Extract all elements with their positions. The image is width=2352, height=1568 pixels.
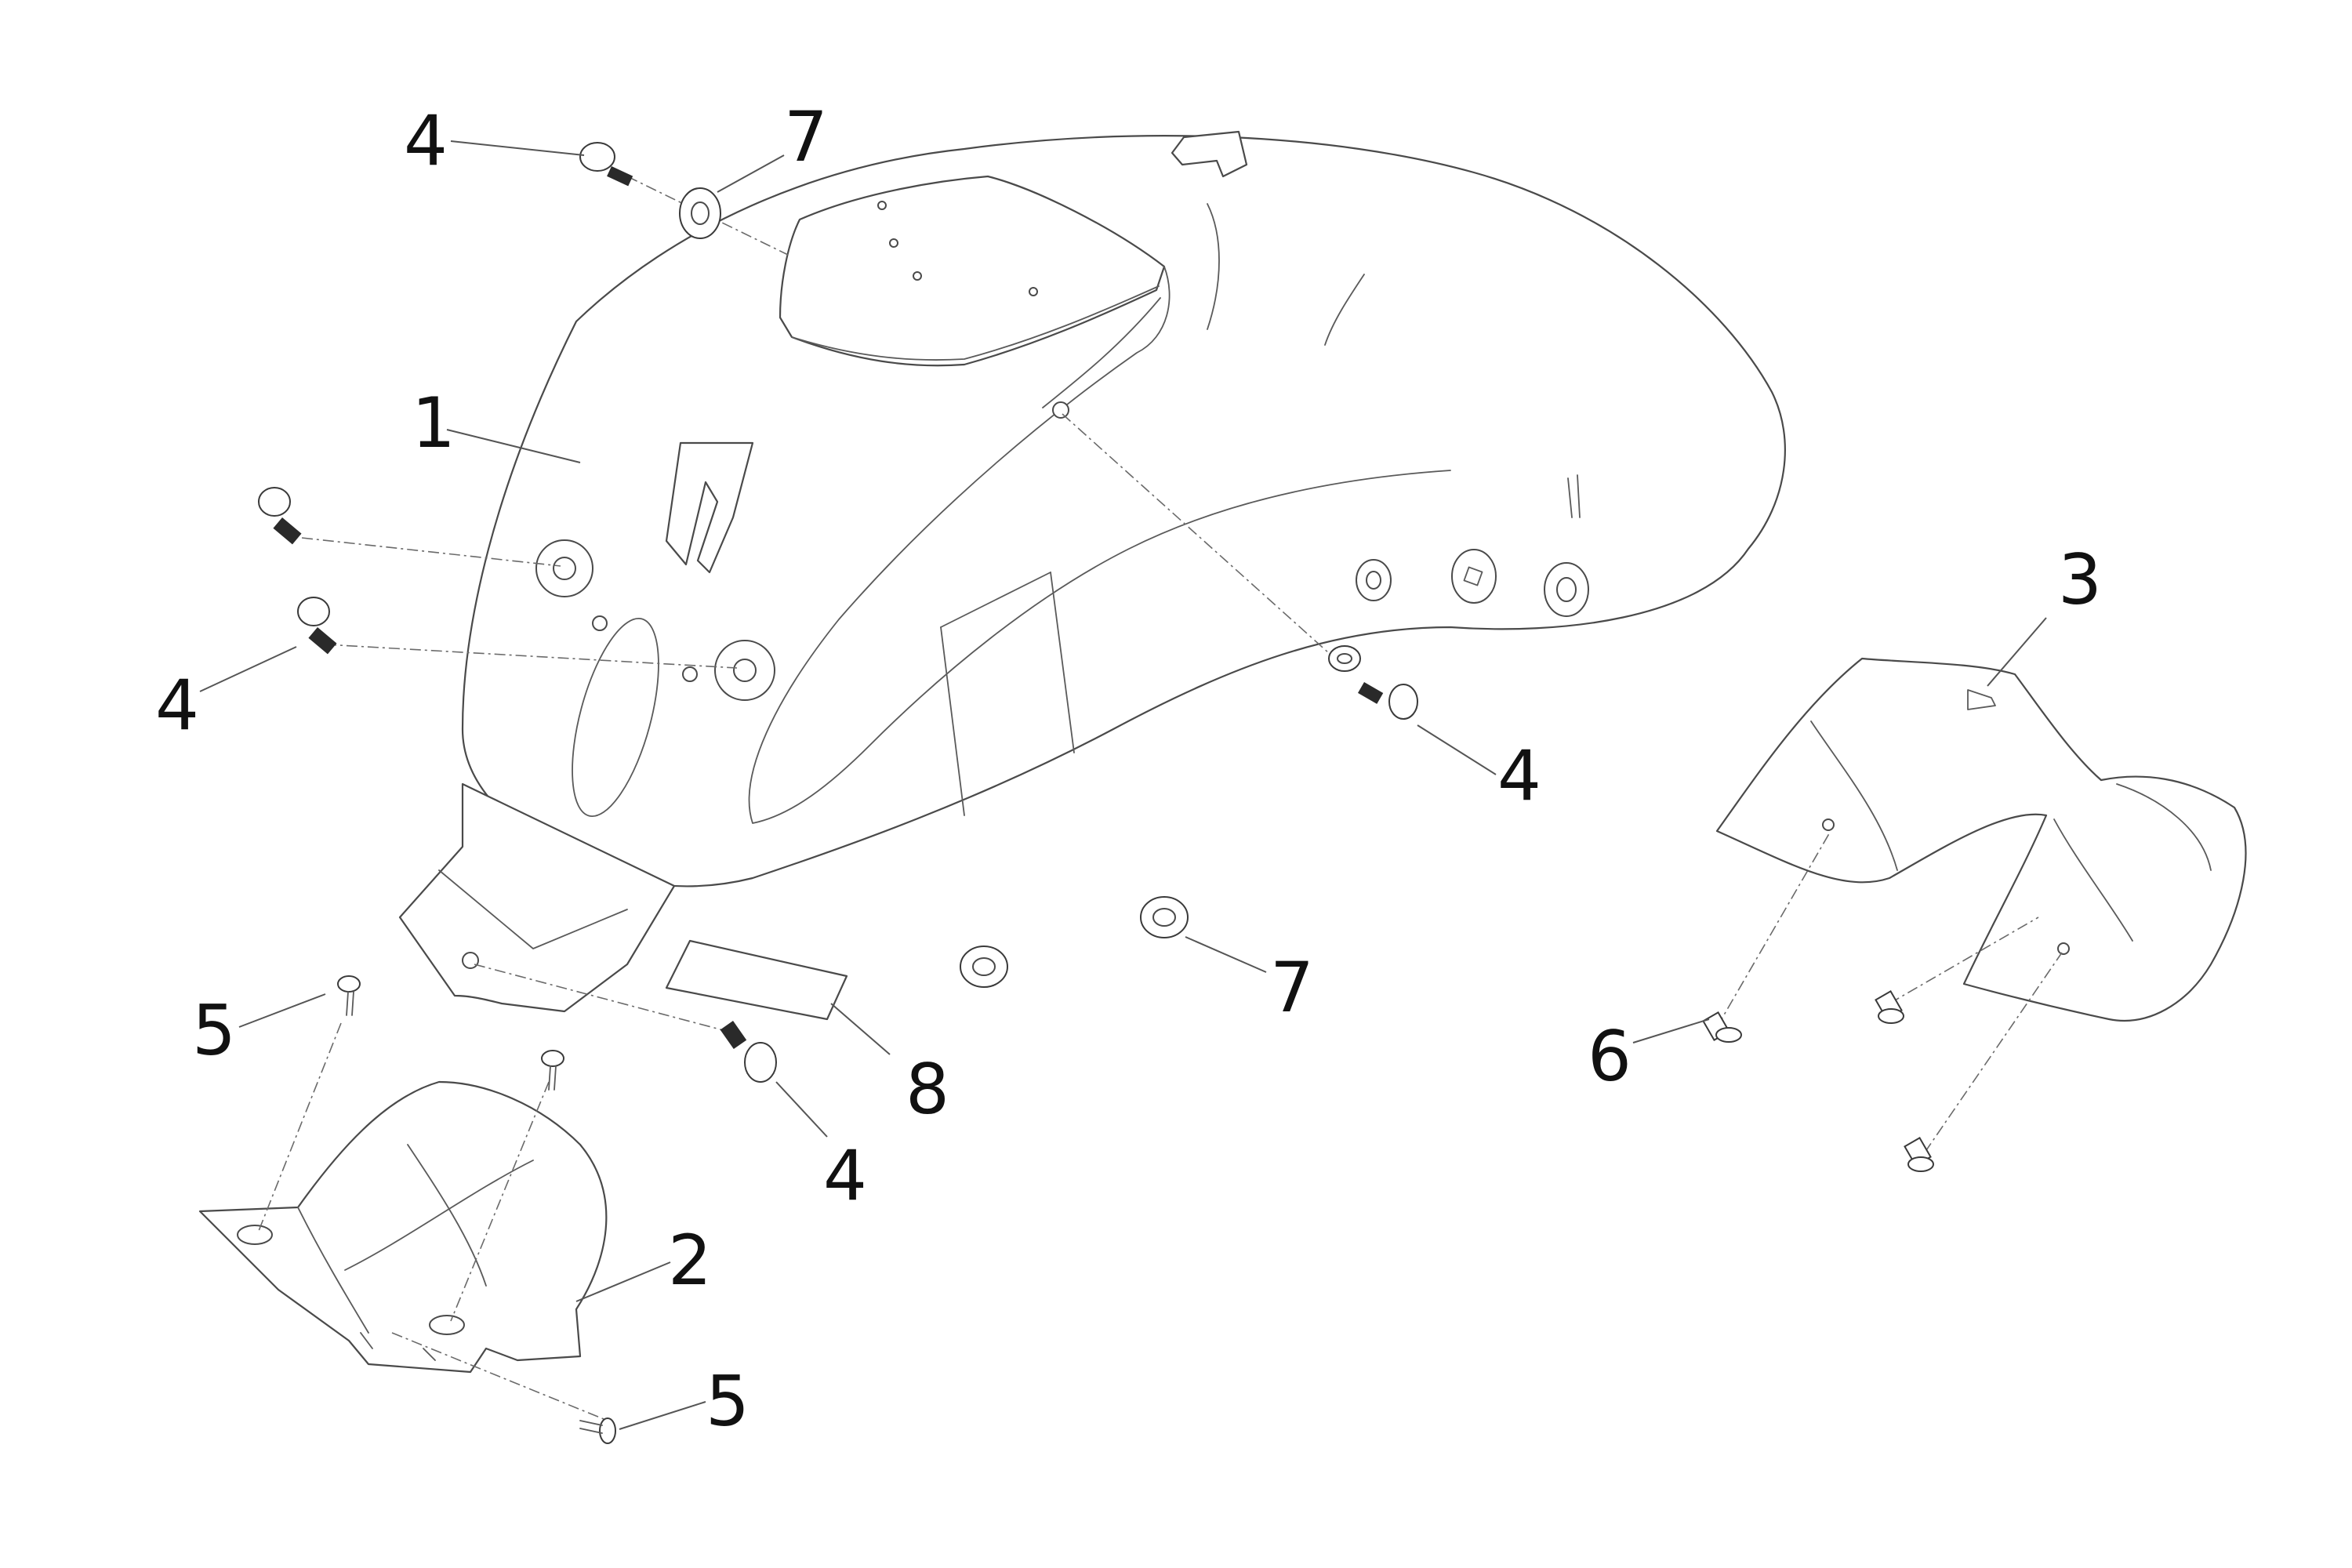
callout-2: 2: [668, 1220, 712, 1301]
fasteners: [258, 142, 1934, 1444]
flange-bolt-2: [1875, 990, 1904, 1024]
bolt-top: [579, 142, 633, 187]
callout-4-top: 4: [404, 100, 448, 181]
bolt-bottom: [720, 1021, 777, 1083]
bolt-left-upper: [258, 487, 302, 545]
leader-lines: [199, 140, 2047, 1430]
callouts: 4 7 1 4 4 7 8 4 5 2 5 6 3: [155, 96, 2102, 1442]
label-sticker-part-8: [665, 939, 848, 1021]
bolt-left-lower: [297, 597, 337, 655]
rear-fender-part-1: [398, 130, 1786, 1013]
bolt-right: [1328, 645, 1418, 720]
callout-7-bottom: 7: [1270, 947, 1314, 1028]
flange-bolt-1: [1702, 1011, 1742, 1043]
callout-5-bottom: 5: [706, 1361, 750, 1442]
callout-7-top: 7: [784, 96, 828, 177]
callout-4-left: 4: [155, 665, 199, 746]
screw-top-left: [337, 975, 361, 1016]
seat-mount-plate: [779, 175, 1166, 367]
grommet-bottom-right: [1140, 896, 1189, 938]
callout-4-right: 4: [1497, 735, 1541, 816]
screw-top-mid: [541, 1050, 564, 1091]
callout-4-bottom: 4: [823, 1135, 867, 1216]
bracket-tab: [665, 441, 754, 574]
callout-6: 6: [1588, 1016, 1632, 1097]
grommet-top: [679, 187, 721, 239]
callout-3: 3: [2058, 539, 2102, 620]
callout-1: 1: [412, 383, 456, 463]
screw-bottom: [579, 1417, 616, 1444]
callout-5-top: 5: [192, 990, 236, 1071]
flange-bolt-3: [1904, 1137, 1934, 1172]
inner-guard-part-3: [1715, 657, 2247, 1022]
grommet-bottom-left: [960, 946, 1008, 988]
top-clip: [1171, 130, 1248, 178]
splash-guard-part-2: [198, 1080, 608, 1374]
callout-8: 8: [906, 1049, 949, 1130]
